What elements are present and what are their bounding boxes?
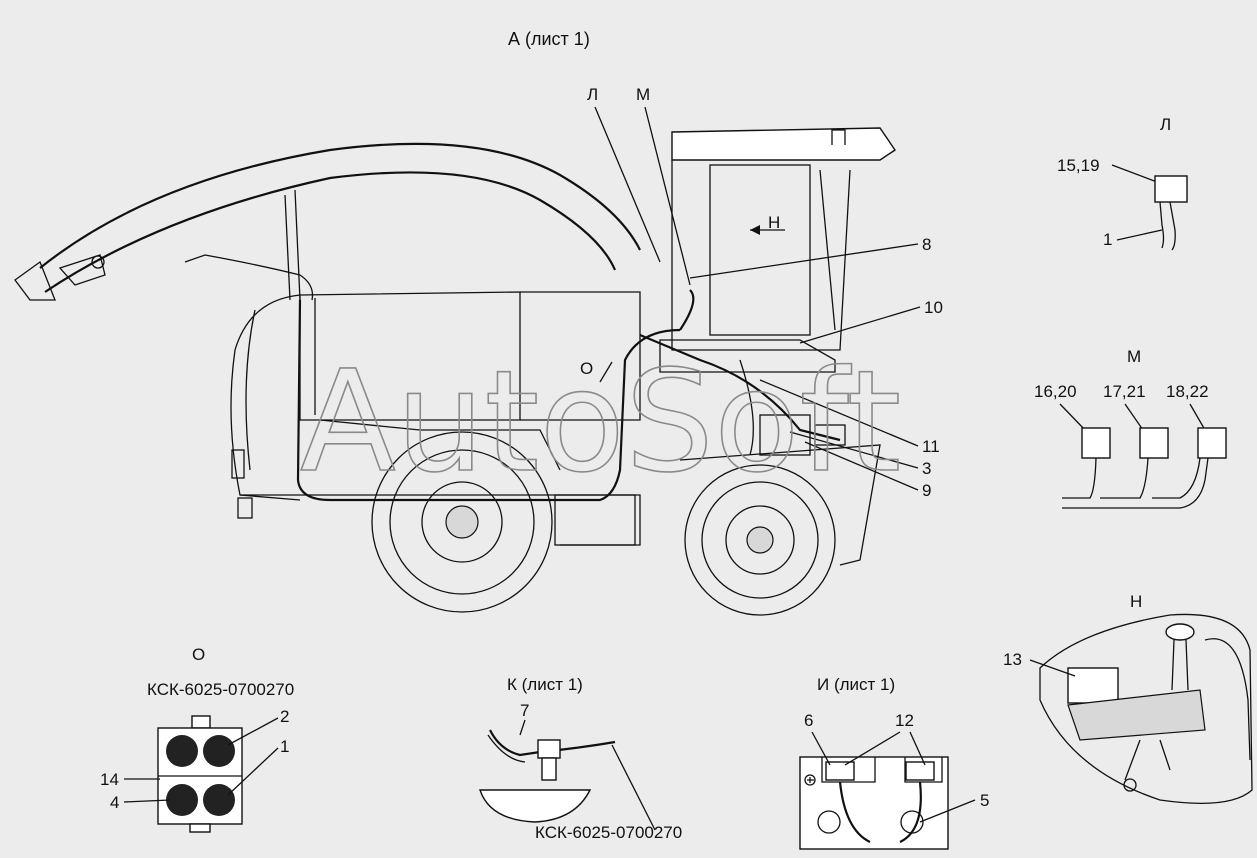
- view-L: Л 15,19 1: [1057, 115, 1188, 251]
- harvester-drawing: [14, 127, 896, 616]
- callout-3: 3: [922, 459, 931, 478]
- view-M-callout-18-22: 18,22: [1166, 382, 1209, 401]
- view-K: К (лист 1) 7 КСК-6025-0700270: [479, 675, 682, 842]
- callout-M: М: [636, 85, 650, 104]
- view-K-part-number: КСК-6025-0700270: [535, 823, 682, 842]
- callout-L: Л: [587, 85, 598, 104]
- view-L-callout-1: 1: [1103, 230, 1112, 249]
- view-O-callout-14: 14: [100, 770, 119, 789]
- view-M-callout-16-20: 16,20: [1034, 382, 1077, 401]
- rear-wheel: [371, 431, 553, 613]
- view-I-callout-6: 6: [804, 711, 813, 730]
- view-I-title: И (лист 1): [817, 675, 895, 694]
- view-N-callout-13: 13: [1003, 650, 1022, 669]
- callout-11: 11: [922, 437, 940, 456]
- view-M: М 16,20 17,21 18,22: [1034, 347, 1227, 509]
- callout-9: 9: [922, 481, 931, 500]
- callout-O: О: [580, 359, 593, 378]
- view-L-callout-15-19: 15,19: [1057, 156, 1100, 175]
- view-N: Н 13: [1003, 592, 1253, 804]
- watermark: AutoSoft: [300, 341, 901, 504]
- view-O-title: О: [192, 645, 205, 664]
- view-M-title: М: [1127, 347, 1141, 366]
- view-O-callout-4: 4: [110, 793, 119, 812]
- view-M-callout-17-21: 17,21: [1103, 382, 1146, 401]
- view-K-callout-7: 7: [520, 701, 529, 720]
- view-N-title: Н: [1130, 592, 1142, 611]
- view-I-callout-12: 12: [895, 711, 914, 730]
- view-L-title: Л: [1160, 115, 1171, 134]
- callout-N: Н: [768, 213, 780, 232]
- view-O: О КСК-6025-0700270 2 1 14 4: [100, 645, 294, 833]
- callout-8: 8: [922, 235, 931, 254]
- view-I-callout-5: 5: [980, 791, 989, 810]
- view-K-title: К (лист 1): [507, 675, 583, 694]
- view-O-callout-1: 1: [280, 737, 289, 756]
- front-wheel: [684, 464, 836, 616]
- main-view-title: А (лист 1): [508, 29, 590, 49]
- callout-10: 10: [924, 298, 943, 317]
- main-callouts: Л М Н О 8 10 11 3 9: [580, 85, 943, 500]
- view-O-callout-2: 2: [280, 707, 289, 726]
- view-I: И (лист 1) 6 12 5: [799, 675, 989, 850]
- view-O-part-number: КСК-6025-0700270: [147, 680, 294, 699]
